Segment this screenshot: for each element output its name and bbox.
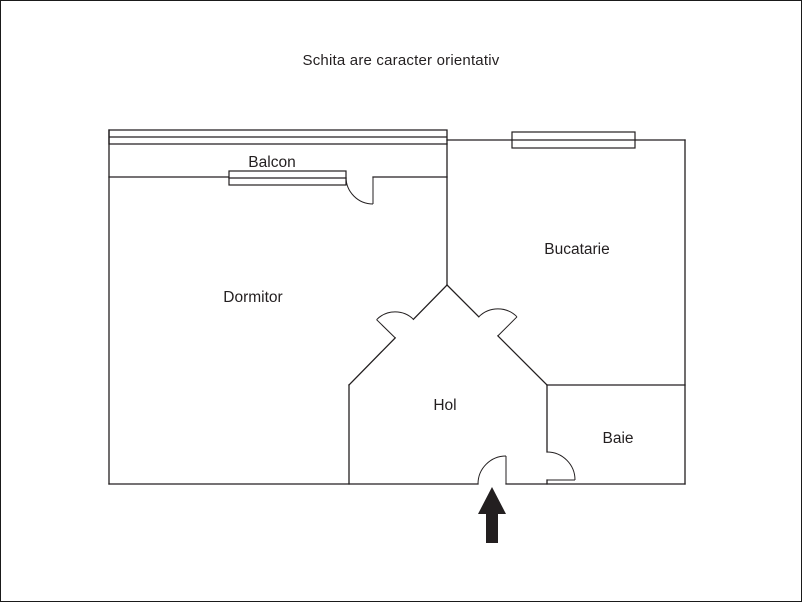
room-label-dormitor: Dormitor <box>223 289 282 306</box>
room-label-hol: Hol <box>433 397 456 414</box>
balcony-door <box>345 176 374 205</box>
room-label-baie: Baie <box>602 430 633 447</box>
balcony-railing-band <box>108 129 448 145</box>
hol-dormitor-door <box>376 311 414 339</box>
hol-dormitor-door-arc <box>376 311 414 321</box>
entrance-door-arc <box>477 455 507 485</box>
hol-bucatarie-door <box>478 308 518 337</box>
room-label-bucatarie: Bucatarie <box>544 241 609 258</box>
baie-door <box>546 451 576 481</box>
entrance-arrow-icon <box>478 487 506 543</box>
hol-bucatarie-door-leaf <box>497 316 518 337</box>
balcony-door-arc <box>345 176 374 205</box>
room-label-balcon: Balcon <box>248 154 295 171</box>
balcony-window <box>228 170 347 186</box>
entrance-door <box>477 455 507 485</box>
hol-dormitor-door-leaf <box>376 319 396 339</box>
baie-door-arc <box>546 451 576 481</box>
hol-right-angled-wall <box>446 284 548 386</box>
hol-bucatarie-door-arc <box>478 308 518 318</box>
plan-title: Schita are caracter orientativ <box>302 52 500 69</box>
kitchen-window <box>511 131 636 149</box>
hol-left-angled-wall <box>348 284 448 386</box>
